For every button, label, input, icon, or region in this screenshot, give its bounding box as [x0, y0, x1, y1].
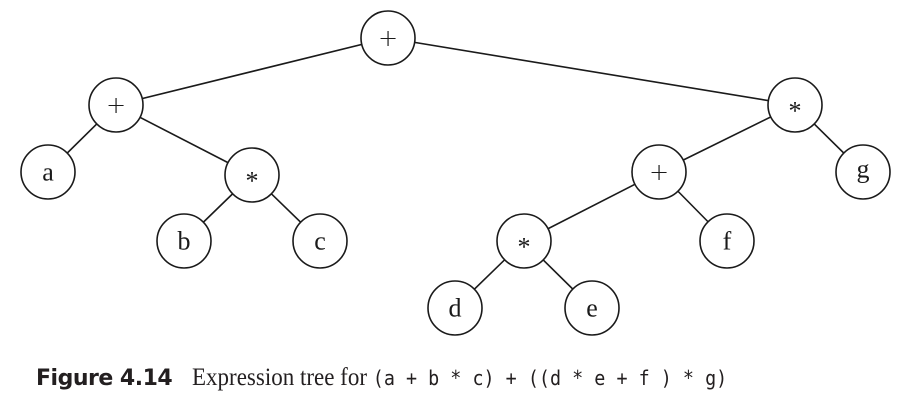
tree-node-inner-times: *: [496, 213, 552, 269]
tree-node-left-plus: +: [88, 77, 144, 133]
figure-number: Figure 4.14: [36, 366, 173, 391]
tree-node-root-plus: +: [360, 10, 416, 66]
node-label: b: [178, 227, 191, 256]
node-label: *: [789, 97, 802, 126]
node-circle: [699, 213, 755, 269]
node-circle: [767, 77, 823, 133]
caption-expression: (a + b * c) + ((d * e + f ) * g): [372, 366, 728, 390]
node-label: *: [518, 233, 531, 262]
tree-node-left-times: *: [224, 147, 280, 203]
node-circle: [631, 144, 687, 200]
node-label: g: [857, 155, 870, 184]
node-circle: [88, 77, 144, 133]
figure-caption: Figure 4.14 Expression tree for (a + b *…: [36, 364, 774, 392]
node-circle: [835, 144, 891, 200]
node-circle: [224, 147, 280, 203]
expression-tree: + + a * b c * + g * f d e: [20, 10, 891, 336]
node-label: c: [314, 227, 326, 256]
node-circle: [20, 144, 76, 200]
tree-node-mid-plus: +: [631, 144, 687, 200]
node-label: +: [106, 91, 126, 119]
node-label: d: [449, 294, 462, 323]
node-circle: [292, 213, 348, 269]
tree-node-c: c: [292, 213, 348, 269]
edge-root-plus-to-left-plus: [115, 37, 389, 106]
node-label: f: [723, 227, 732, 256]
node-label: a: [42, 158, 54, 187]
tree-node-d: d: [427, 280, 483, 336]
node-circle: [496, 213, 552, 269]
tree-node-e: e: [564, 280, 620, 336]
node-label: +: [649, 158, 669, 186]
tree-node-right-times: *: [767, 77, 823, 133]
caption-text: Expression tree for (a + b * c) + ((d * …: [192, 364, 727, 392]
node-circle: [427, 280, 483, 336]
node-circle: [156, 213, 212, 269]
node-label: e: [586, 294, 598, 323]
nodes-layer: + + a * b c * + g * f d e: [20, 10, 891, 336]
caption-description: Expression tree for: [192, 364, 368, 391]
edges-layer: [47, 37, 864, 309]
tree-node-g: g: [835, 144, 891, 200]
tree-node-f: f: [699, 213, 755, 269]
tree-node-b: b: [156, 213, 212, 269]
node-circle: [360, 10, 416, 66]
node-label: *: [246, 167, 259, 196]
edge-root-plus-to-right-times: [387, 37, 796, 106]
tree-node-a: a: [20, 144, 76, 200]
node-circle: [564, 280, 620, 336]
node-label: +: [378, 24, 398, 52]
